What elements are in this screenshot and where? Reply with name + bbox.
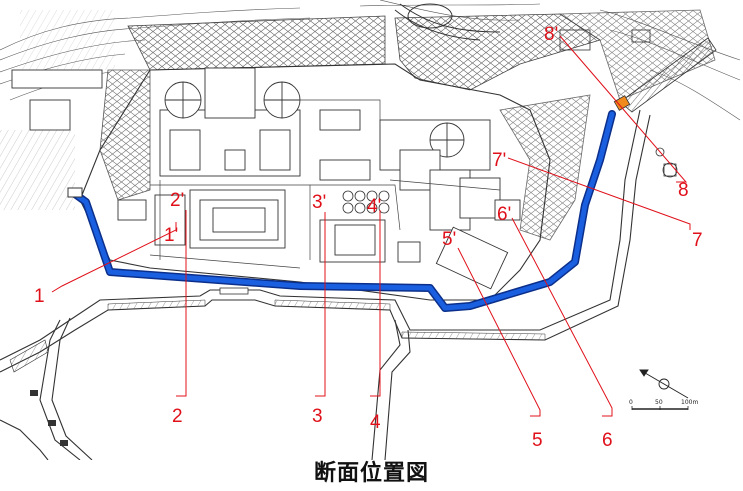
section-label-7-prime: 7': [492, 150, 506, 171]
scale-tick-50: 50: [655, 399, 663, 406]
section-label-6-prime: 6': [497, 204, 511, 225]
scale-tick-0: 0: [629, 399, 633, 406]
section-label-3: 3: [312, 406, 323, 427]
route-fill: [72, 111, 615, 311]
section-label-6: 6: [602, 430, 613, 451]
section-label-8: 8: [678, 180, 689, 201]
section-label-3-prime: 3': [312, 192, 326, 213]
internal-roads: [149, 99, 501, 269]
section-label-7: 7: [692, 230, 703, 251]
rotary: [407, 3, 453, 29]
north-arrow-icon: [639, 369, 689, 399]
tanks: [342, 190, 390, 214]
section-lines: [51, 35, 691, 417]
seawall-armor: [107, 299, 546, 341]
scale-bar: 0 50 100m: [629, 399, 698, 410]
breakwater-west: [9, 339, 49, 373]
slope-northeast: [394, 13, 601, 91]
section-label-4-prime: 4': [367, 196, 381, 217]
section-label-2-prime: 2': [170, 190, 184, 211]
route-start-marker: [67, 187, 83, 198]
slope-east: [499, 94, 591, 241]
road-north: [394, 3, 501, 41]
section-label-4: 4: [370, 412, 381, 433]
hill-west: [0, 130, 75, 210]
map-caption: 断面位置図: [313, 461, 429, 486]
dock-blocks: [30, 390, 68, 446]
section-label-5: 5: [532, 430, 543, 451]
embankment: [619, 37, 717, 113]
scale-tick-100m: 100m: [681, 399, 698, 406]
section-label-5-prime: 5': [442, 229, 456, 250]
buildings: [11, 67, 521, 290]
route-end-marker: [613, 95, 631, 111]
section-label-1: 1: [34, 286, 45, 307]
hill-northwest: [20, 10, 115, 70]
pier: [219, 287, 249, 295]
section-label-8-prime: 8': [544, 24, 558, 45]
section-label-1-prime: 1': [164, 225, 178, 246]
slope-north: [127, 15, 386, 71]
site-map: 1' 1 2' 2 3' 3 4' 4 5' 5 6' 6 7' 7 8' 8 …: [0, 0, 741, 460]
slope-west: [99, 69, 151, 201]
section-label-2: 2: [172, 406, 183, 427]
